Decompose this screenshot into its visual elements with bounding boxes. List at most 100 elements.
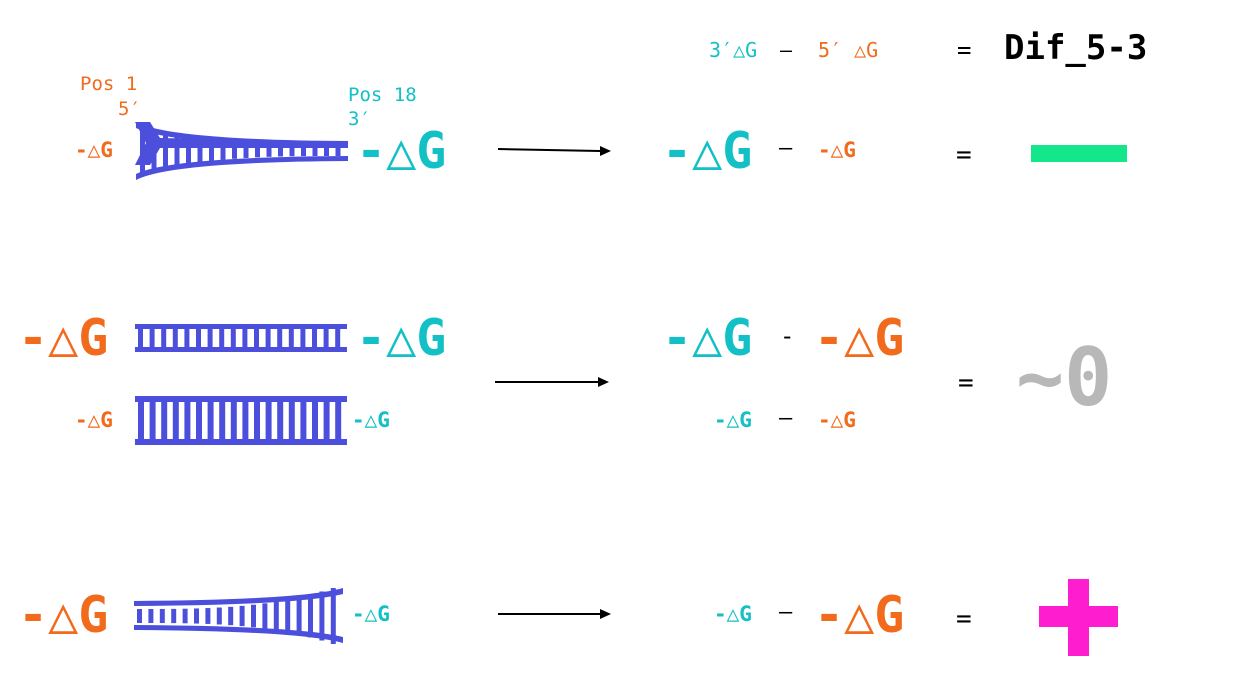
- pos-18-label: Pos 18: [348, 84, 417, 106]
- row2-equals: =: [958, 368, 974, 398]
- duplex-rung: [163, 132, 168, 170]
- row3-left-dg: -△G: [18, 586, 109, 644]
- duplex-rung: [207, 400, 214, 441]
- duplex-rung: [161, 400, 168, 441]
- three-prime-label: 3′: [348, 108, 371, 130]
- duplex-rung: [228, 606, 234, 626]
- duplex-rung: [300, 328, 306, 348]
- arrow-row2: [495, 377, 609, 387]
- duplex-rung: [137, 609, 142, 623]
- row2-bottom-left-dg: -△G: [75, 408, 113, 432]
- duplex-rung: [277, 328, 283, 348]
- duplex-rung: [205, 608, 211, 624]
- header-equals: =: [957, 36, 972, 64]
- duplex-tall: [135, 396, 347, 445]
- duplex-rung: [262, 603, 268, 629]
- duplex-rung: [273, 601, 279, 631]
- header-5prime-dg: 5′ △G: [818, 38, 879, 62]
- row1-equals: =: [956, 140, 972, 170]
- row1-expr-minus: —: [779, 136, 793, 161]
- duplex-rung: [308, 594, 313, 638]
- duplex-rung: [255, 144, 260, 158]
- duplex-rung: [172, 328, 178, 348]
- arrow-row1: [497, 146, 611, 156]
- duplex-rung: [149, 400, 156, 441]
- header-3prime-dg: 3′△G: [709, 38, 758, 62]
- row1-left-dg: -△G: [75, 138, 113, 162]
- row2-expr-top-minus: -: [780, 322, 795, 350]
- row2-top-right-dg: -△G: [356, 309, 447, 367]
- duplex-rung: [335, 146, 341, 156]
- header-result-label: Dif_5-3: [1004, 28, 1148, 68]
- duplex-rung: [335, 328, 341, 348]
- plus-icon: [1039, 579, 1118, 656]
- duplex-thin: [135, 324, 347, 352]
- row2-expr-top-first: -△G: [662, 309, 753, 367]
- row2-expr-bottom-first: -△G: [714, 408, 752, 432]
- duplex-rung: [219, 400, 226, 441]
- duplex-rung: [278, 145, 283, 157]
- duplex-rung: [161, 328, 167, 348]
- duplex-rung: [285, 599, 291, 633]
- header-minus: —: [780, 38, 793, 62]
- row3-expr-minus: —: [779, 600, 793, 625]
- row3-right-dg: -△G: [352, 602, 390, 626]
- duplex-rung: [196, 328, 201, 348]
- duplex-rung: [319, 591, 325, 641]
- duplex-rung: [220, 142, 226, 160]
- negative-bar-icon: [1031, 145, 1127, 162]
- duplex-rung: [230, 400, 237, 441]
- row3-expr-second: -△G: [814, 586, 905, 644]
- duplex-rung: [148, 608, 154, 624]
- duplex-rung: [186, 137, 191, 165]
- duplex-rung: [219, 328, 225, 348]
- duplex-rung: [230, 328, 236, 348]
- duplex-rung: [207, 328, 213, 348]
- row3-expr-first: -△G: [714, 602, 752, 626]
- row1-expr-second: -△G: [818, 138, 856, 162]
- row1-expr-first: -△G: [662, 122, 753, 180]
- duplex-rung: [330, 588, 336, 644]
- duplex-rung: [194, 608, 199, 624]
- duplex-rung: [242, 400, 249, 441]
- row2-top-left-dg: -△G: [18, 309, 109, 367]
- duplex-rung: [182, 608, 188, 624]
- duplex-rung: [232, 143, 237, 159]
- row2-bottom-right-dg: -△G: [352, 408, 390, 432]
- duplex-rung: [171, 608, 177, 624]
- duplex-rung: [172, 400, 179, 441]
- duplex-rung: [138, 328, 143, 348]
- duplex-rung: [140, 127, 145, 175]
- row2-expr-bottom-minus: —: [779, 406, 793, 431]
- duplex-rung: [197, 139, 203, 163]
- row2-expr-bottom-second: -△G: [818, 408, 856, 432]
- row1-right-dg: -△G: [356, 122, 447, 180]
- row2-result-approx-zero: ~0: [1016, 331, 1113, 424]
- duplex-rung: [184, 328, 190, 348]
- duplex-rung: [174, 135, 180, 167]
- duplex-rung: [312, 145, 318, 157]
- duplex-rung: [138, 400, 144, 441]
- duplex-rung: [296, 597, 302, 635]
- duplex-rung: [312, 328, 317, 348]
- duplex-5prime-open: [135, 122, 348, 180]
- duplex-rung: [323, 400, 330, 441]
- duplex-rung: [184, 400, 191, 441]
- duplex-3prime-open: [134, 588, 343, 644]
- duplex-rung: [265, 328, 271, 348]
- duplex-rung: [149, 328, 155, 348]
- duplex-rung: [242, 328, 248, 348]
- duplex-rung: [251, 604, 256, 628]
- duplex-rung: [265, 400, 272, 441]
- pos-1-label: Pos 1: [80, 73, 138, 95]
- duplex-rung: [288, 328, 294, 348]
- duplex-rung: [196, 400, 202, 441]
- duplex-rung: [243, 144, 249, 158]
- duplex-rung: [289, 145, 295, 157]
- duplex-rung: [312, 400, 318, 441]
- five-prime-label: 5′: [118, 98, 141, 120]
- duplex-rung: [159, 608, 165, 624]
- row2-expr-top-second: -△G: [814, 309, 905, 367]
- duplex-rung: [288, 400, 295, 441]
